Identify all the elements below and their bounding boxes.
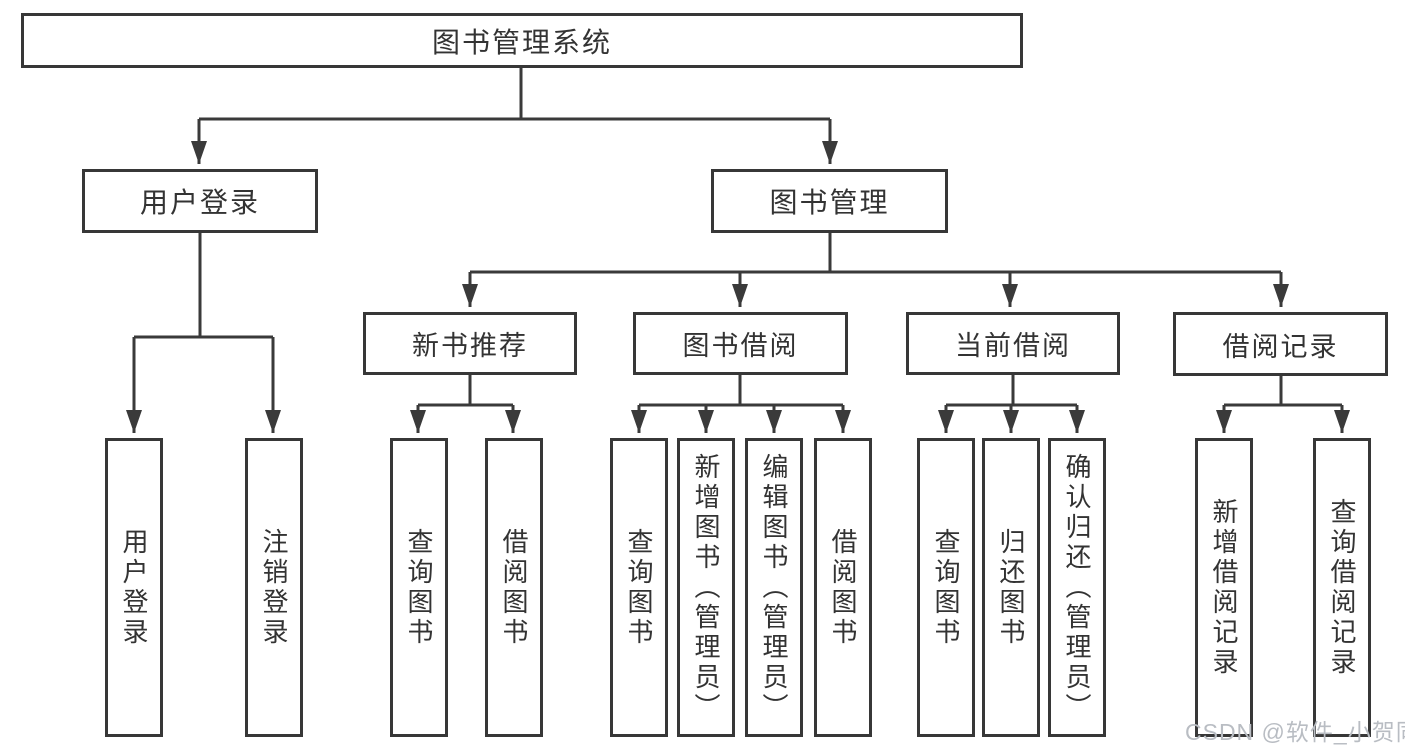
node-library-system: 图书管理系统	[21, 13, 1023, 68]
node-user-login: 用户登录	[82, 169, 318, 233]
leaf-borrow-books-recommend: 借阅图书	[485, 438, 543, 737]
leaf-edit-book-admin: 编辑图书（管理员）	[745, 438, 803, 737]
leaf-query-books-recommend: 查询图书	[390, 438, 448, 737]
leaf-add-borrow-record: 新增借阅记录	[1195, 438, 1253, 737]
leaf-user-login: 用户登录	[105, 438, 163, 737]
leaf-query-borrow-record: 查询借阅记录	[1313, 438, 1371, 737]
node-borrow-records: 借阅记录	[1173, 312, 1388, 376]
node-current-borrow: 当前借阅	[906, 312, 1120, 375]
node-book-borrow: 图书借阅	[633, 312, 848, 375]
node-new-book-recommend: 新书推荐	[363, 312, 577, 375]
node-book-management: 图书管理	[711, 169, 948, 233]
leaf-borrow-books: 借阅图书	[814, 438, 872, 737]
leaf-logout: 注销登录	[245, 438, 303, 737]
leaf-query-books-borrow: 查询图书	[610, 438, 668, 737]
leaf-query-books-current: 查询图书	[917, 438, 975, 737]
csdn-watermark: CSDN @软件_小贺同学	[1185, 719, 1405, 745]
leaf-confirm-return-admin: 确认归还（管理员）	[1048, 438, 1106, 737]
leaf-return-book: 归还图书	[982, 438, 1040, 737]
leaf-add-book-admin: 新增图书（管理员）	[677, 438, 735, 737]
